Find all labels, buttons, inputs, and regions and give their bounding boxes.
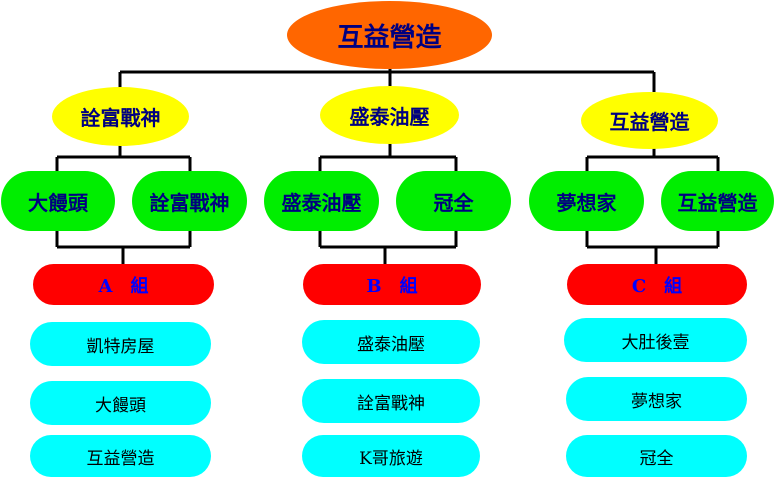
group-label: B 組 [366, 275, 418, 297]
item-label: 盛泰油壓 [357, 334, 425, 355]
item-label: 大饅頭 [95, 395, 146, 416]
item-label: 冠全 [639, 448, 674, 469]
member-label: 夢想家 [556, 190, 617, 215]
list-item: 夢想家 [566, 377, 747, 421]
member-label: 大饅頭 [28, 190, 88, 215]
group-node-b: B 組 [303, 264, 481, 305]
item-label: 詮富戰神 [357, 393, 425, 414]
member-node: 詮富戰神 [132, 171, 247, 231]
item-label: 夢想家 [631, 391, 682, 412]
list-item: 冠全 [566, 435, 747, 477]
branch-label: 盛泰油壓 [349, 104, 430, 129]
item-label: 大肚後壹 [621, 332, 690, 353]
list-item: 凱特房屋 [30, 322, 211, 366]
member-label: 盛泰油壓 [281, 190, 362, 215]
item-label: K哥旅遊 [359, 448, 423, 469]
member-node: 冠全 [396, 171, 511, 231]
member-label: 冠全 [433, 190, 474, 215]
list-item: 大肚後壹 [564, 318, 747, 362]
member-node: 盛泰油壓 [264, 171, 379, 231]
branch-label: 詮富戰神 [80, 106, 161, 130]
member-node: 大饅頭 [1, 171, 115, 231]
group-label: A 組 [98, 275, 149, 297]
list-item: 互益營造 [30, 435, 211, 477]
list-item: K哥旅遊 [302, 435, 480, 477]
item-label: 互益營造 [86, 448, 155, 469]
member-label: 互益營造 [677, 190, 758, 215]
list-item: 盛泰油壓 [302, 320, 480, 364]
member-label: 詮富戰神 [149, 190, 230, 215]
group-label: C 組 [631, 275, 683, 297]
member-node: 互益營造 [661, 171, 774, 231]
branch-node-3: 互益營造 [581, 92, 718, 149]
group-node-c: C 組 [567, 264, 747, 305]
branch-label: 互益營造 [609, 110, 690, 134]
item-label: 凱特房屋 [86, 336, 155, 357]
list-item: 大饅頭 [30, 381, 211, 425]
group-node-a: A 組 [33, 264, 214, 305]
branch-node-1: 詮富戰神 [52, 87, 189, 146]
root-label: 互益營造 [337, 22, 442, 53]
member-node: 夢想家 [529, 171, 644, 231]
root-node: 互益營造 [287, 1, 492, 69]
list-item: 詮富戰神 [302, 379, 480, 423]
branch-node-2: 盛泰油壓 [320, 86, 459, 144]
